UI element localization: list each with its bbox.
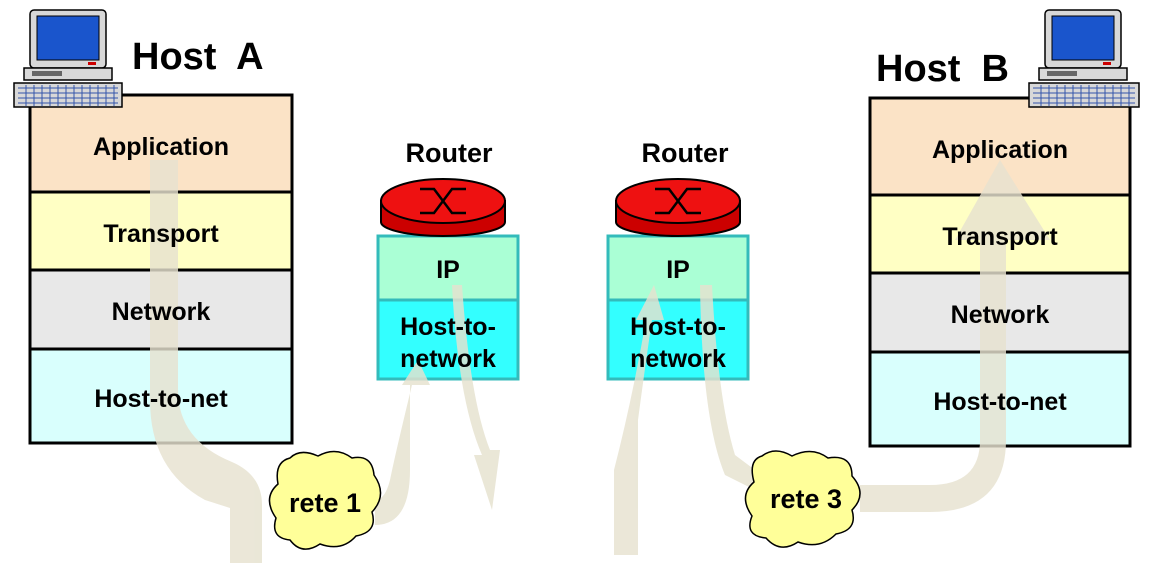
host-b-application-label: Application: [932, 136, 1068, 164]
router-1-ip-label: IP: [436, 256, 460, 284]
router-1-host-to-network-layer: [376, 298, 520, 381]
router-1-title: Router: [406, 138, 493, 168]
host-a-host-to-net-label: Host-to-net: [94, 385, 228, 413]
router-1: [376, 178, 520, 381]
host-b-host-to-net-label: Host-to-net: [933, 388, 1067, 416]
flow-arrow-host-a: [150, 160, 262, 563]
router-2-link-label-line-2: network: [630, 345, 726, 373]
flow-arrow-router-1-down: [452, 285, 500, 510]
network-cloud-rete-1: [268, 450, 382, 550]
network-cloud-rete-3: [744, 450, 861, 548]
host-a-network-label: Network: [112, 298, 211, 326]
router-2: [606, 178, 750, 381]
host-a-transport-label: Transport: [103, 220, 219, 248]
host-b-title: Host B: [876, 48, 1009, 90]
router-2-ip-label: IP: [666, 256, 690, 284]
router-2-ip-layer: [606, 234, 750, 302]
flow-arrow-rete1-up: [375, 360, 430, 525]
host-a-application-label: Application: [93, 133, 229, 161]
flow-arrow-router-2-down: [700, 285, 755, 490]
router-1-icon: [380, 178, 506, 237]
router-1-link-label-line-2: network: [400, 345, 496, 373]
computer-icon-host-a: [13, 9, 123, 108]
flow-arrow-router-2-up: [614, 285, 664, 555]
router-2-icon: [615, 178, 741, 237]
router-1-link-label-line-1: Host-to-: [400, 313, 496, 341]
router-2-host-to-network-layer: [606, 298, 750, 381]
data-flow-arrows: [150, 160, 1050, 563]
router-2-link-label-line-1: Host-to-: [630, 313, 726, 341]
flow-arrow-host-b: [860, 160, 1050, 512]
computer-icon-host-b: [1028, 9, 1140, 108]
network-label-rete-3: rete 3: [770, 484, 842, 514]
host-b-network-label: Network: [951, 301, 1050, 329]
host-a-title: Host A: [132, 36, 264, 78]
router-2-title: Router: [642, 138, 729, 168]
host-b-transport-label: Transport: [942, 223, 1058, 251]
network-label-rete-1: rete 1: [289, 488, 361, 518]
